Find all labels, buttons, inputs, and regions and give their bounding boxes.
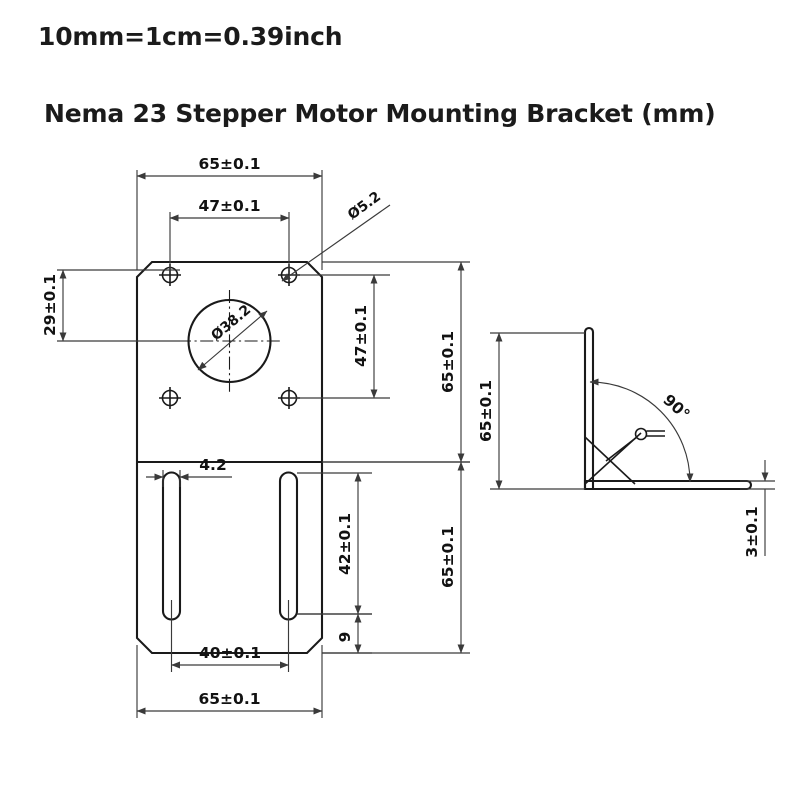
- dim-overall-width-top: 65±0.1: [136, 155, 323, 270]
- dim-hole-pitch-vertical: 47±0.1: [289, 274, 390, 399]
- dim-slot-end-to-bottom: 9: [297, 613, 372, 654]
- dim-hole-diameter: Ø5.2: [345, 189, 384, 224]
- dim-upper-plate-height: 65±0.1: [322, 261, 470, 463]
- dim-slot-pitch: 40±0.1: [170, 600, 290, 672]
- dim-slot-width: 4.2: [146, 456, 232, 487]
- dim-hole-pitch-horizontal: 47±0.1: [169, 197, 290, 270]
- dim-text-slot-pitch: 40±0.1: [199, 644, 261, 662]
- dim-text-hole-pitch-vertical: 47±0.1: [352, 305, 370, 367]
- dim-text-bend-angle: 90°: [659, 391, 693, 424]
- dim-text-overall-width-bottom: 65±0.1: [198, 690, 260, 708]
- dim-side-leg-height: 65±0.1: [477, 332, 585, 490]
- drawing-title: Nema 23 Stepper Motor Mounting Bracket (…: [44, 99, 716, 128]
- hole-diameter-leader: Ø5.2: [281, 189, 391, 282]
- dim-text-overall-width-top: 65±0.1: [198, 155, 260, 173]
- dim-bend-angle: 90°: [589, 378, 694, 483]
- dim-text-side-leg-height: 65±0.1: [477, 380, 495, 442]
- dim-lower-plate-height: 65±0.1: [322, 461, 470, 654]
- dim-text-top-to-hole-row: 29±0.1: [41, 274, 59, 336]
- dim-text-slot-length: 42±0.1: [336, 513, 354, 575]
- dim-text-upper-plate-height: 65±0.1: [439, 331, 457, 393]
- dim-text-hole-pitch-horizontal: 47±0.1: [198, 197, 260, 215]
- bore-dim-leader: Ø38.2: [197, 302, 268, 371]
- dim-text-slot-width: 4.2: [199, 456, 226, 474]
- dim-bore-diameter: Ø38.2: [208, 302, 254, 344]
- dim-text-lower-plate-height: 65±0.1: [439, 526, 457, 588]
- dim-text-slot-end-to-bottom: 9: [336, 632, 354, 643]
- front-view-outline: [135, 260, 324, 655]
- dim-material-thickness: 3±0.1: [740, 460, 775, 558]
- scale-note: 10mm=1cm=0.39inch: [38, 22, 343, 51]
- mounting-slots: [161, 471, 299, 621]
- dim-overall-width-bottom: 65±0.1: [136, 645, 323, 718]
- dim-top-to-hole-row: 29±0.1: [41, 269, 180, 342]
- dim-text-material-thickness: 3±0.1: [743, 506, 761, 557]
- center-bore: [178, 290, 281, 392]
- dim-slot-length: 42±0.1: [297, 472, 372, 615]
